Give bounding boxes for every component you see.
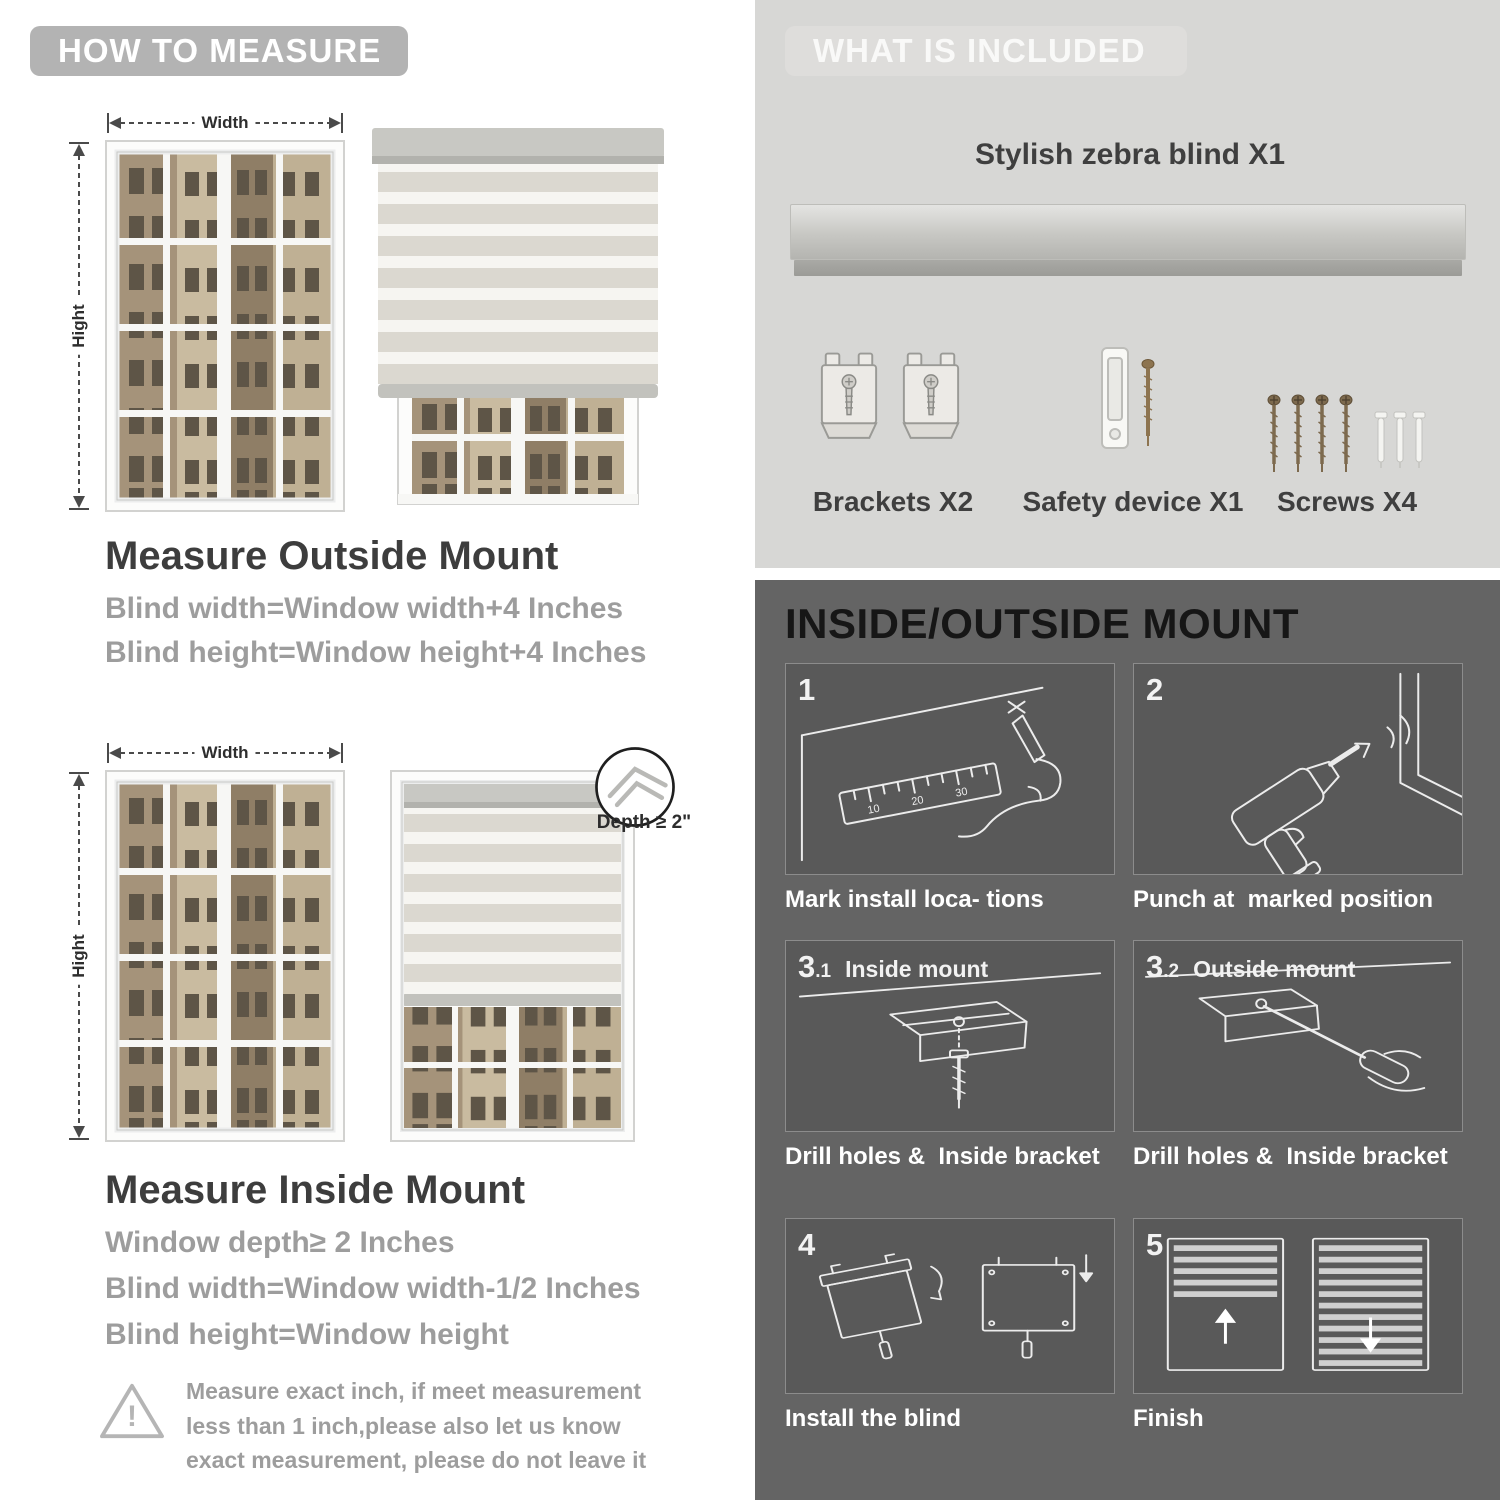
step-1-caption: Mark install loca- tions <box>785 886 1044 913</box>
width-arrow: Width <box>105 110 345 136</box>
step-number: 2 <box>1146 672 1164 707</box>
headrail-bottom-lip <box>794 260 1462 276</box>
step-panel-1: 1 10 20 <box>785 663 1115 875</box>
width-arrow-icon <box>107 113 343 133</box>
what-is-included-header: WHAT IS INCLUDED <box>785 26 1187 76</box>
height-label: Hight <box>69 297 89 355</box>
step-2-caption: Punch at marked position <box>1133 886 1434 913</box>
outside-mount-title: Measure Outside Mount <box>105 534 559 578</box>
step-1-header: 1 <box>798 672 829 708</box>
mark-location-art: 10 20 30 <box>800 686 1062 862</box>
screws-label: Screws X4 <box>1276 486 1418 517</box>
step-inner-label: Outside mount <box>1193 956 1356 982</box>
width-arrow: Width <box>105 740 345 766</box>
step-number: 4 <box>798 1227 816 1262</box>
wall-anchors-icon <box>1374 410 1428 472</box>
mount-section-title: INSIDE/OUTSIDE MOUNT <box>785 600 1300 647</box>
step-inner-label: Inside mount <box>845 956 989 982</box>
step-5-header: 5 <box>1146 1227 1177 1263</box>
step-3-1-caption: Drill holes & Inside bracket <box>785 1143 1100 1170</box>
inside-mount-title: Measure Inside Mount <box>105 1168 526 1212</box>
step-panel-3-1: 3 .1 Inside mount <box>785 940 1115 1132</box>
finish-art <box>1166 1237 1430 1371</box>
zebra-blind-label: Stylish zebra blind X1 <box>974 138 1286 171</box>
what-is-included-section: WHAT IS INCLUDED Stylish zebra blind X1 <box>755 0 1500 568</box>
zebra-blind-illustration-outside <box>372 128 664 510</box>
warning-triangle-icon <box>98 1380 166 1442</box>
step-panel-3-2: 3 .2 Outside mount <box>1133 940 1463 1132</box>
inside-mount-line2: Blind width=Window width-1/2 Inches <box>105 1272 641 1305</box>
inside-mount-line3: Blind height=Window height <box>105 1318 509 1351</box>
height-arrow: Hight <box>66 140 92 512</box>
depth-detail-circle-icon <box>592 744 678 830</box>
step-3-2-header: 3 .2 Outside mount <box>1146 949 1355 985</box>
safety-device-label: Safety device X1 <box>1022 486 1244 517</box>
height-arrow: Hight <box>66 770 92 1142</box>
svg-text:30: 30 <box>954 786 968 800</box>
step-number: 3 <box>798 949 816 984</box>
height-label: Hight <box>69 927 89 985</box>
inside-mount-line1: Window depth≥ 2 Inches <box>105 1226 455 1259</box>
inside-bracket-art <box>798 972 1102 1109</box>
width-arrow-icon <box>107 743 343 763</box>
step-number: 1 <box>798 672 816 707</box>
screws-icon <box>1266 394 1366 476</box>
step-number: 3 <box>1146 949 1164 984</box>
what-is-included-title: WHAT IS INCLUDED <box>813 32 1146 69</box>
measure-note-text: Measure exact inch, if meet measurement … <box>186 1378 647 1473</box>
step-panel-4: 4 <box>785 1218 1115 1394</box>
window-illustration-inside <box>105 770 345 1142</box>
depth-label: Depth ≥ 2" <box>596 812 692 833</box>
width-label: Width <box>194 113 256 133</box>
step-3-1-header: 3 .1 Inside mount <box>798 949 988 985</box>
brackets-label: Brackets X2 <box>812 486 974 517</box>
svg-text:20: 20 <box>910 794 924 808</box>
step-number-sub: .2 <box>1163 961 1180 982</box>
width-label: Width <box>194 743 256 763</box>
outside-mount-line2: Blind height=Window height+4 Inches <box>105 636 647 669</box>
warning-exclamation: ! <box>127 1400 137 1433</box>
step-2-header: 2 <box>1146 672 1177 708</box>
window-illustration-outside <box>105 140 345 512</box>
bracket-icon <box>818 350 880 454</box>
how-to-measure-title: HOW TO MEASURE <box>58 32 382 69</box>
step-4-caption: Install the blind <box>785 1405 962 1432</box>
safety-device-icon <box>1094 344 1168 460</box>
step-panel-2: 2 <box>1133 663 1463 875</box>
step-5-caption: Finish <box>1133 1405 1204 1432</box>
step-number: 5 <box>1146 1227 1164 1262</box>
drill-art <box>1230 672 1462 874</box>
step-number-sub: .1 <box>815 961 832 982</box>
zebra-blind-illustration-inside <box>390 770 635 1142</box>
install-blind-art <box>818 1253 1094 1360</box>
svg-text:10: 10 <box>867 803 881 817</box>
outside-bracket-art <box>1144 961 1452 1092</box>
bracket-icon <box>900 350 962 454</box>
mount-instructions-section: INSIDE/OUTSIDE MOUNT 1 <box>755 580 1500 1500</box>
step-panel-5: 5 <box>1133 1218 1463 1394</box>
step-4-header: 4 <box>798 1227 829 1263</box>
outside-mount-line1: Blind width=Window width+4 Inches <box>105 592 624 625</box>
step-3-2-caption: Drill holes & Inside bracket <box>1133 1143 1448 1170</box>
how-to-measure-header: HOW TO MEASURE <box>30 26 408 76</box>
headrail-illustration <box>790 204 1466 260</box>
